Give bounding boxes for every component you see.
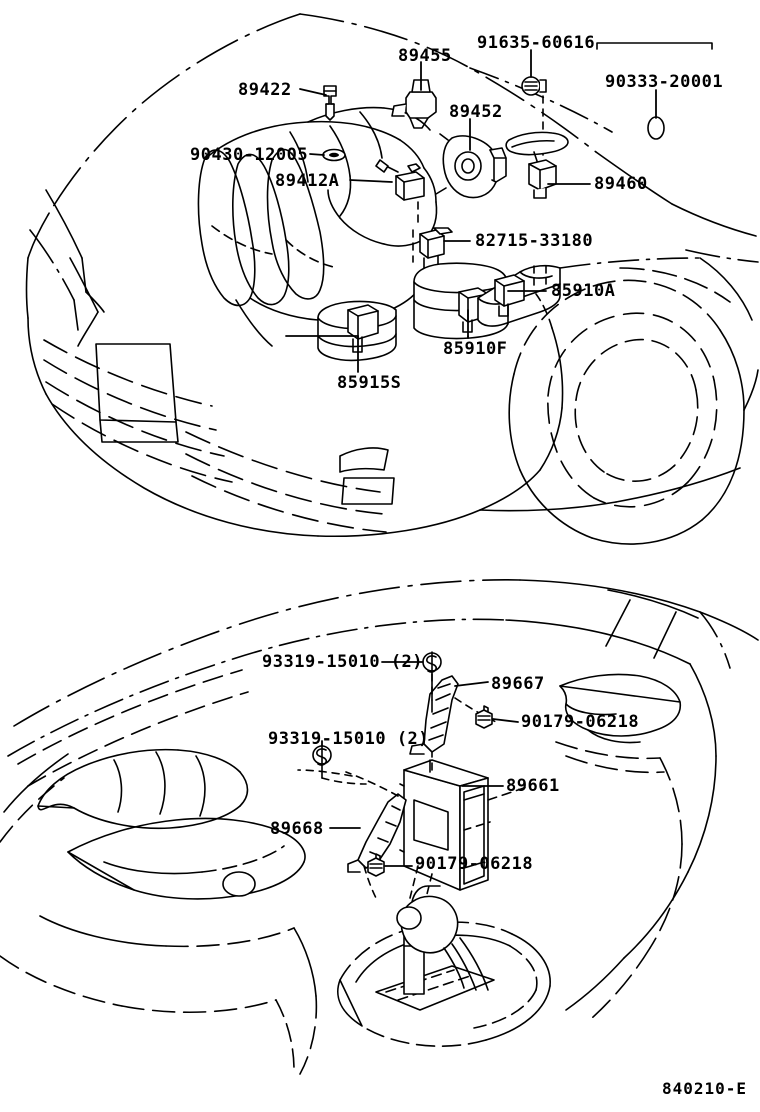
part-89412A-symbol (375, 159, 425, 201)
part-90179-06218-symbol-b (367, 853, 385, 877)
callout-label-85910A: 85910A (551, 281, 616, 301)
callout-label-90179-06218-b: 90179-06218 (415, 854, 534, 874)
callout-label-89460: 89460 (594, 174, 648, 194)
upper-panel-artwork (25, 13, 759, 545)
part-90179-06218-symbol-a (475, 705, 493, 729)
callout-label-93319-15010-a: 93319-15010 (2) (262, 652, 424, 672)
callout-label-90333-20001: 90333-20001 (605, 72, 724, 92)
callout-label-89452: 89452 (449, 102, 503, 122)
part-89460-symbol (505, 131, 569, 199)
callout-label-82715-33180: 82715-33180 (475, 231, 594, 251)
callout-label-89661: 89661 (506, 776, 560, 796)
part-85915S-symbol (347, 304, 379, 353)
part-90430-12005-symbol (322, 148, 346, 162)
callout-label-89422: 89422 (238, 80, 292, 100)
part-89661-symbol (399, 759, 489, 891)
part-91635-60616-symbol (521, 76, 547, 96)
callout-leader-lines (285, 49, 657, 867)
part-89422-symbol (323, 85, 337, 121)
callout-label-90179-06218-a: 90179-06218 (521, 712, 640, 732)
callout-label-85915S: 85915S (337, 373, 402, 393)
grouping-bracket (596, 42, 713, 50)
part-90333-20001-symbol (647, 116, 665, 140)
callout-label-89668: 89668 (270, 819, 324, 839)
part-93319-15010-symbol-a (422, 651, 442, 673)
figure-code: 840210-E (662, 1079, 748, 1098)
part-82715-33180-symbol (419, 227, 453, 269)
part-89455-symbol (391, 79, 437, 129)
part-89668-symbol (347, 793, 407, 873)
callout-label-90430-12005: 90430-12005 (190, 145, 309, 165)
callout-label-85910F: 85910F (443, 339, 508, 359)
callout-label-93319-15010-b: 93319-15010 (2) (268, 729, 430, 749)
lower-panel-artwork (0, 579, 759, 1075)
callout-label-89667: 89667 (491, 674, 545, 694)
callout-label-89455: 89455 (398, 46, 452, 66)
callout-label-91635-60616: 91635-60616 (477, 33, 596, 53)
callout-label-89412A: 89412A (275, 171, 340, 191)
part-89452-symbol (435, 133, 507, 199)
